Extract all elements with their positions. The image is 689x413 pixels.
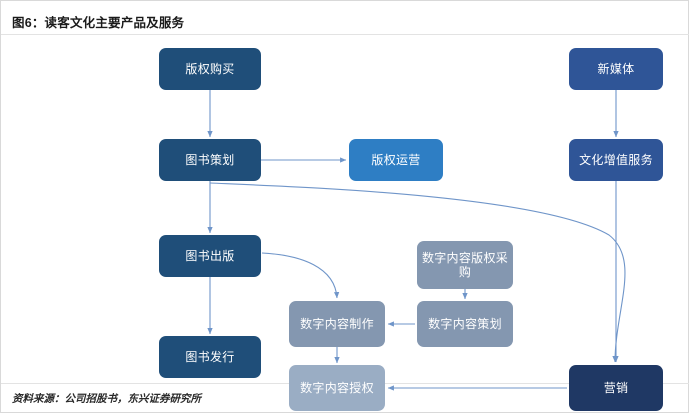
node-banquan-goumai[interactable]: 版权购买 <box>159 48 261 90</box>
node-sz-shouquan[interactable]: 数字内容授权 <box>289 365 385 411</box>
node-banquan-yunying[interactable]: 版权运营 <box>349 139 443 181</box>
node-tushu-chuban[interactable]: 图书出版 <box>159 235 261 277</box>
edge-tushu-chuban-to-sz-zhizuo <box>261 252 340 299</box>
page-title: 图6：读客文化主要产品及服务 <box>12 16 185 30</box>
node-sz-cehua[interactable]: 数字内容策划 <box>417 301 513 347</box>
node-sz-banquan-caigou[interactable]: 数字内容版权采购 <box>417 241 513 289</box>
node-tushu-faxing[interactable]: 图书发行 <box>159 336 261 378</box>
node-wenhua-zengzhi[interactable]: 文化增值服务 <box>569 139 663 181</box>
node-tushu-cehua[interactable]: 图书策划 <box>159 139 261 181</box>
source-note: 资料来源：公司招股书，东兴证券研究所 <box>12 394 201 405</box>
connector-layer <box>207 90 626 391</box>
node-xin-meiti[interactable]: 新媒体 <box>569 48 663 90</box>
edge-tushu-cehua-to-yingxiao <box>209 182 626 363</box>
flowchart-canvas: 版权购买 图书策划 版权运营 图书出版 图书发行 新媒体 文化增值服务 数字内容… <box>1 35 689 411</box>
title-divider <box>1 34 689 35</box>
node-sz-zhizuo[interactable]: 数字内容制作 <box>289 301 385 347</box>
node-yingxiao[interactable]: 营销 <box>569 365 663 411</box>
